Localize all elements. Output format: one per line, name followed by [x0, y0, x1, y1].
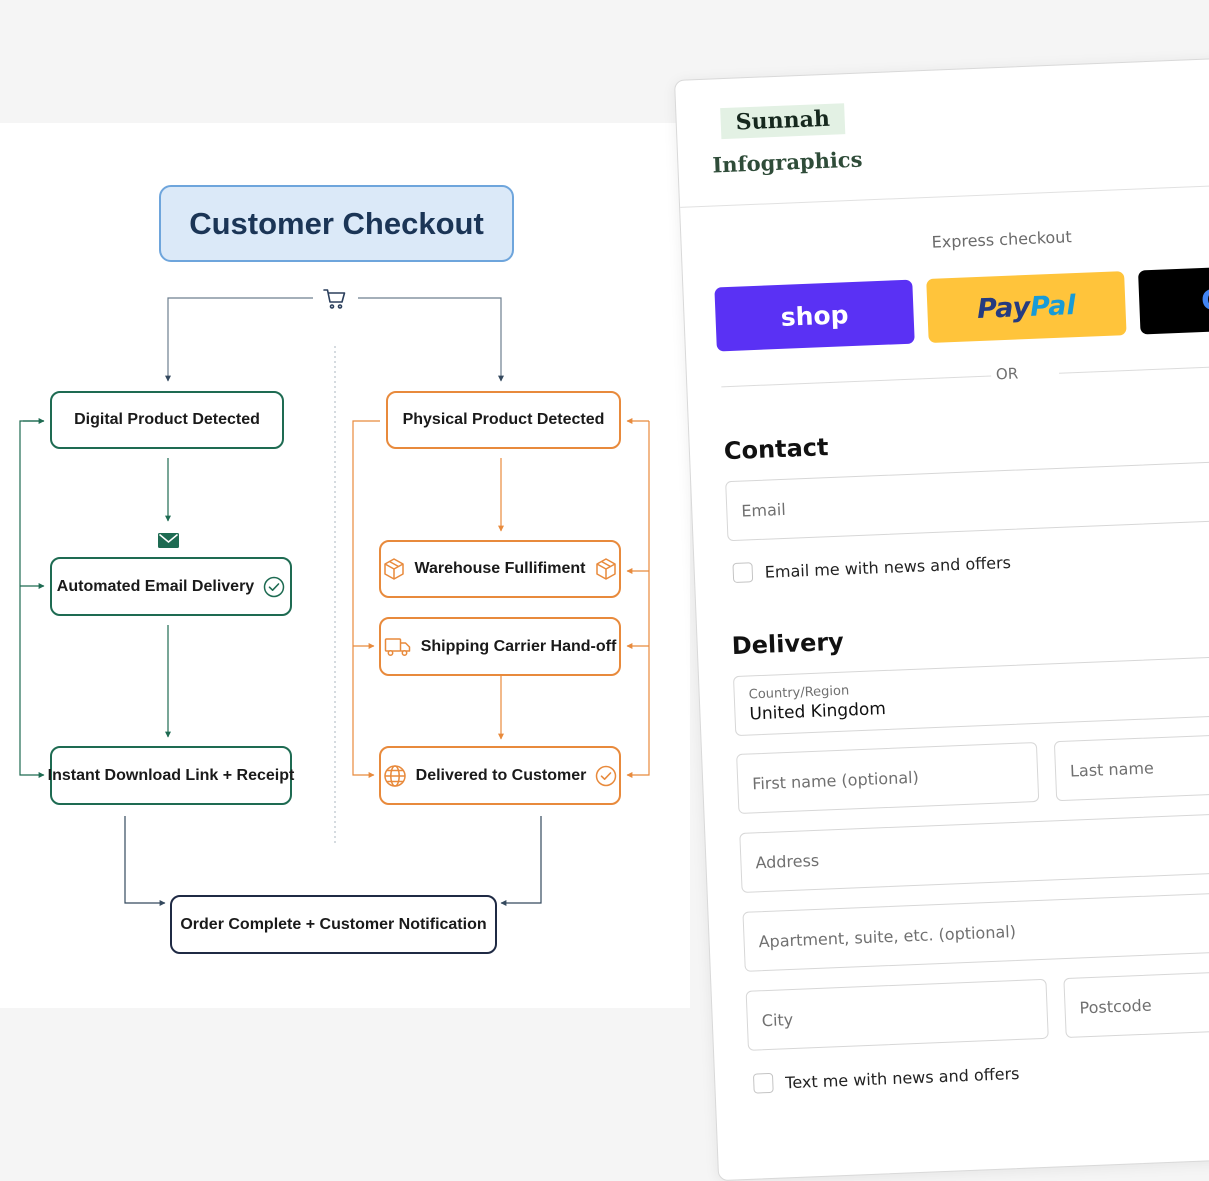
connector-to-physical — [358, 297, 504, 382]
country-value: United Kingdom — [749, 698, 887, 724]
diagram-title: Customer Checkout — [189, 205, 484, 241]
check-circle-icon — [596, 765, 617, 786]
node-shipping-handoff: Shipping Carrier Hand-off — [379, 617, 621, 676]
check-circle-icon — [263, 576, 285, 597]
email-field[interactable]: Email — [725, 457, 1209, 542]
or-divider: OR — [721, 353, 1209, 396]
email-news-checkbox[interactable] — [732, 562, 754, 584]
postcode-placeholder: Postcode — [1079, 995, 1152, 1017]
country-select[interactable]: Country/Region United Kingdom — [732, 652, 1209, 737]
google-g-icon: G — [1200, 282, 1209, 317]
shop-pay-button[interactable]: shop — [714, 279, 915, 352]
delivery-title: Delivery — [731, 627, 845, 661]
connector-to-digital — [165, 297, 313, 382]
physical-right-loop — [626, 421, 650, 778]
sms-news-checkbox[interactable] — [752, 1072, 774, 1094]
shop-pay-label: shop — [780, 299, 849, 332]
email-placeholder: Email — [740, 499, 787, 521]
sms-news-option[interactable]: Text me with news and offers — [752, 1063, 1020, 1094]
first-name-placeholder: First name (optional) — [751, 767, 920, 793]
apartment-field[interactable]: Apartment, suite, etc. (optional) — [742, 888, 1209, 972]
diagram-connectors — [19, 289, 650, 906]
connector-digital-to-final — [124, 816, 166, 906]
checkout-form-card: Sunnah Infographics Express checkout sho… — [674, 54, 1209, 1181]
google-pay-button[interactable]: G — [1138, 262, 1209, 335]
node-instant-download: Instant Download Link + Receipt — [48, 746, 294, 805]
country-label: Country/Region — [748, 682, 850, 702]
truck-icon — [384, 637, 410, 656]
checkout-header: Sunnah Infographics — [675, 55, 1209, 208]
globe-icon — [383, 764, 406, 787]
or-label: OR — [995, 364, 1019, 384]
flow-diagram: Customer Checkout Digital Product Detect… — [0, 123, 690, 1008]
address-field[interactable]: Address — [739, 809, 1209, 893]
node-warehouse: Warehouse Fullifiment — [379, 540, 621, 598]
node-physical-detected: Physical Product Detected — [386, 391, 621, 449]
node-email-delivery: Automated Email Delivery — [50, 557, 292, 616]
paypal-label-pay: Pay — [976, 291, 1031, 325]
digital-loop — [19, 420, 45, 778]
postcode-field[interactable]: Postcode — [1063, 967, 1209, 1039]
box-icon — [596, 558, 617, 580]
city-field[interactable]: City — [745, 978, 1049, 1051]
node-digital-detected: Digital Product Detected — [50, 391, 284, 449]
envelope-icon — [158, 533, 179, 548]
last-name-placeholder: Last name — [1069, 757, 1155, 781]
city-placeholder: City — [761, 1009, 794, 1030]
express-checkout-title: Express checkout — [931, 227, 1073, 252]
email-news-label: Email me with news and offers — [764, 552, 1012, 582]
first-name-field[interactable]: First name (optional) — [736, 741, 1040, 815]
node-delivered: Delivered to Customer — [379, 746, 621, 805]
apartment-placeholder: Apartment, suite, etc. (optional) — [758, 921, 1017, 951]
paypal-label-pal: Pal — [1029, 289, 1077, 323]
box-icon — [383, 558, 404, 580]
contact-title: Contact — [723, 433, 829, 466]
sms-news-label: Text me with news and offers — [784, 1063, 1020, 1092]
connector-physical-to-final — [500, 816, 542, 906]
address-placeholder: Address — [755, 850, 820, 872]
cart-icon — [323, 289, 346, 309]
brand-logo-line2[interactable]: Infographics — [711, 146, 863, 178]
last-name-field[interactable]: Last name — [1053, 730, 1209, 802]
brand-logo-line1[interactable]: Sunnah — [720, 103, 846, 140]
node-order-complete: Order Complete + Customer Notification — [170, 895, 497, 954]
physical-left-loop — [352, 420, 380, 778]
email-news-option[interactable]: Email me with news and offers — [732, 552, 1012, 584]
node-customer-checkout: Customer Checkout — [159, 185, 514, 262]
